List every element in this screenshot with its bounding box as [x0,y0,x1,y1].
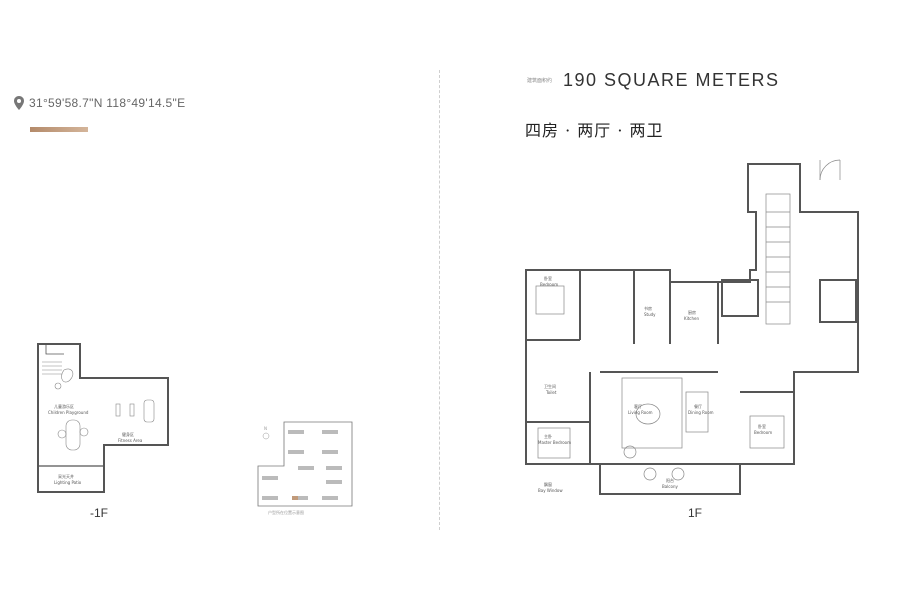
master-label-cn: 主卧 [544,433,552,439]
master-label-en: Master Bedroom [538,440,571,445]
balcony-label-en: Balcony [662,484,678,489]
balcony-label-cn: 阳台 [666,477,674,483]
fitness-label-en: Fitness Area [118,438,143,443]
location-coordinates: 31°59'58.7"N 118°49'14.5"E [14,96,185,110]
compass-icon [262,432,270,440]
bedroom2-label-en: Bedroom [754,430,772,435]
dining-label-cn: 餐厅 [694,403,702,409]
study-label-en: Study [644,312,656,317]
basement-floor-plan: 儿童游乐区 Children Playground 健身区 Fitness Ar… [37,343,169,493]
living-label-en: Living Room [628,410,653,415]
fitness-label-cn: 健身区 [122,431,134,437]
courtyard-label-en: Lighting Patio [54,480,82,485]
courtyard-label-cn: 采光天井 [58,473,74,479]
site-location-map: N [257,421,353,507]
bedroom2-label-cn: 卧室 [758,423,766,429]
compass-label: N [264,426,267,431]
site-map-caption: 户型所在位置示意图 [268,510,304,515]
kitchen-label-en: Kitchen [684,316,699,321]
toilet-label-cn: 卫生间 [544,383,556,389]
ground-floor-label: 1F [688,506,703,520]
children-label-cn: 儿童游乐区 [54,403,74,409]
baywin-label-cn: 飘窗 [544,481,552,487]
page-divider [439,70,440,530]
living-label-cn: 客厅 [634,403,642,409]
basement-floor-label: -1F [90,506,108,520]
bedroom-label-cn: 卧室 [544,275,552,281]
unit-marker [292,496,298,500]
ground-floor-plan: 卧室 Bedroom 书房 Study 厨房 Kitchen 卫生间 Toile… [525,159,859,495]
area-title: 190 SQUARE METERS [563,70,780,90]
dining-label-en: Dining Room [688,410,714,415]
children-label-en: Children Playground [48,410,89,415]
accent-bar [30,127,88,132]
study-label-cn: 书房 [644,305,652,311]
baywin-label-en: Bay Window [538,488,563,493]
toilet-label-en: Toilet [545,390,557,395]
coordinates-text: 31°59'58.7"N 118°49'14.5"E [29,96,186,110]
layout-title: 四房 · 两厅 · 两卫 [525,121,664,140]
area-prefix: 建筑面积约 [527,77,553,84]
location-pin-icon [14,96,24,110]
bedroom-label-en: Bedroom [540,282,558,287]
kitchen-label-cn: 厨房 [688,309,696,315]
area-header: 建筑面积约 190 SQUARE METERS [527,70,780,91]
